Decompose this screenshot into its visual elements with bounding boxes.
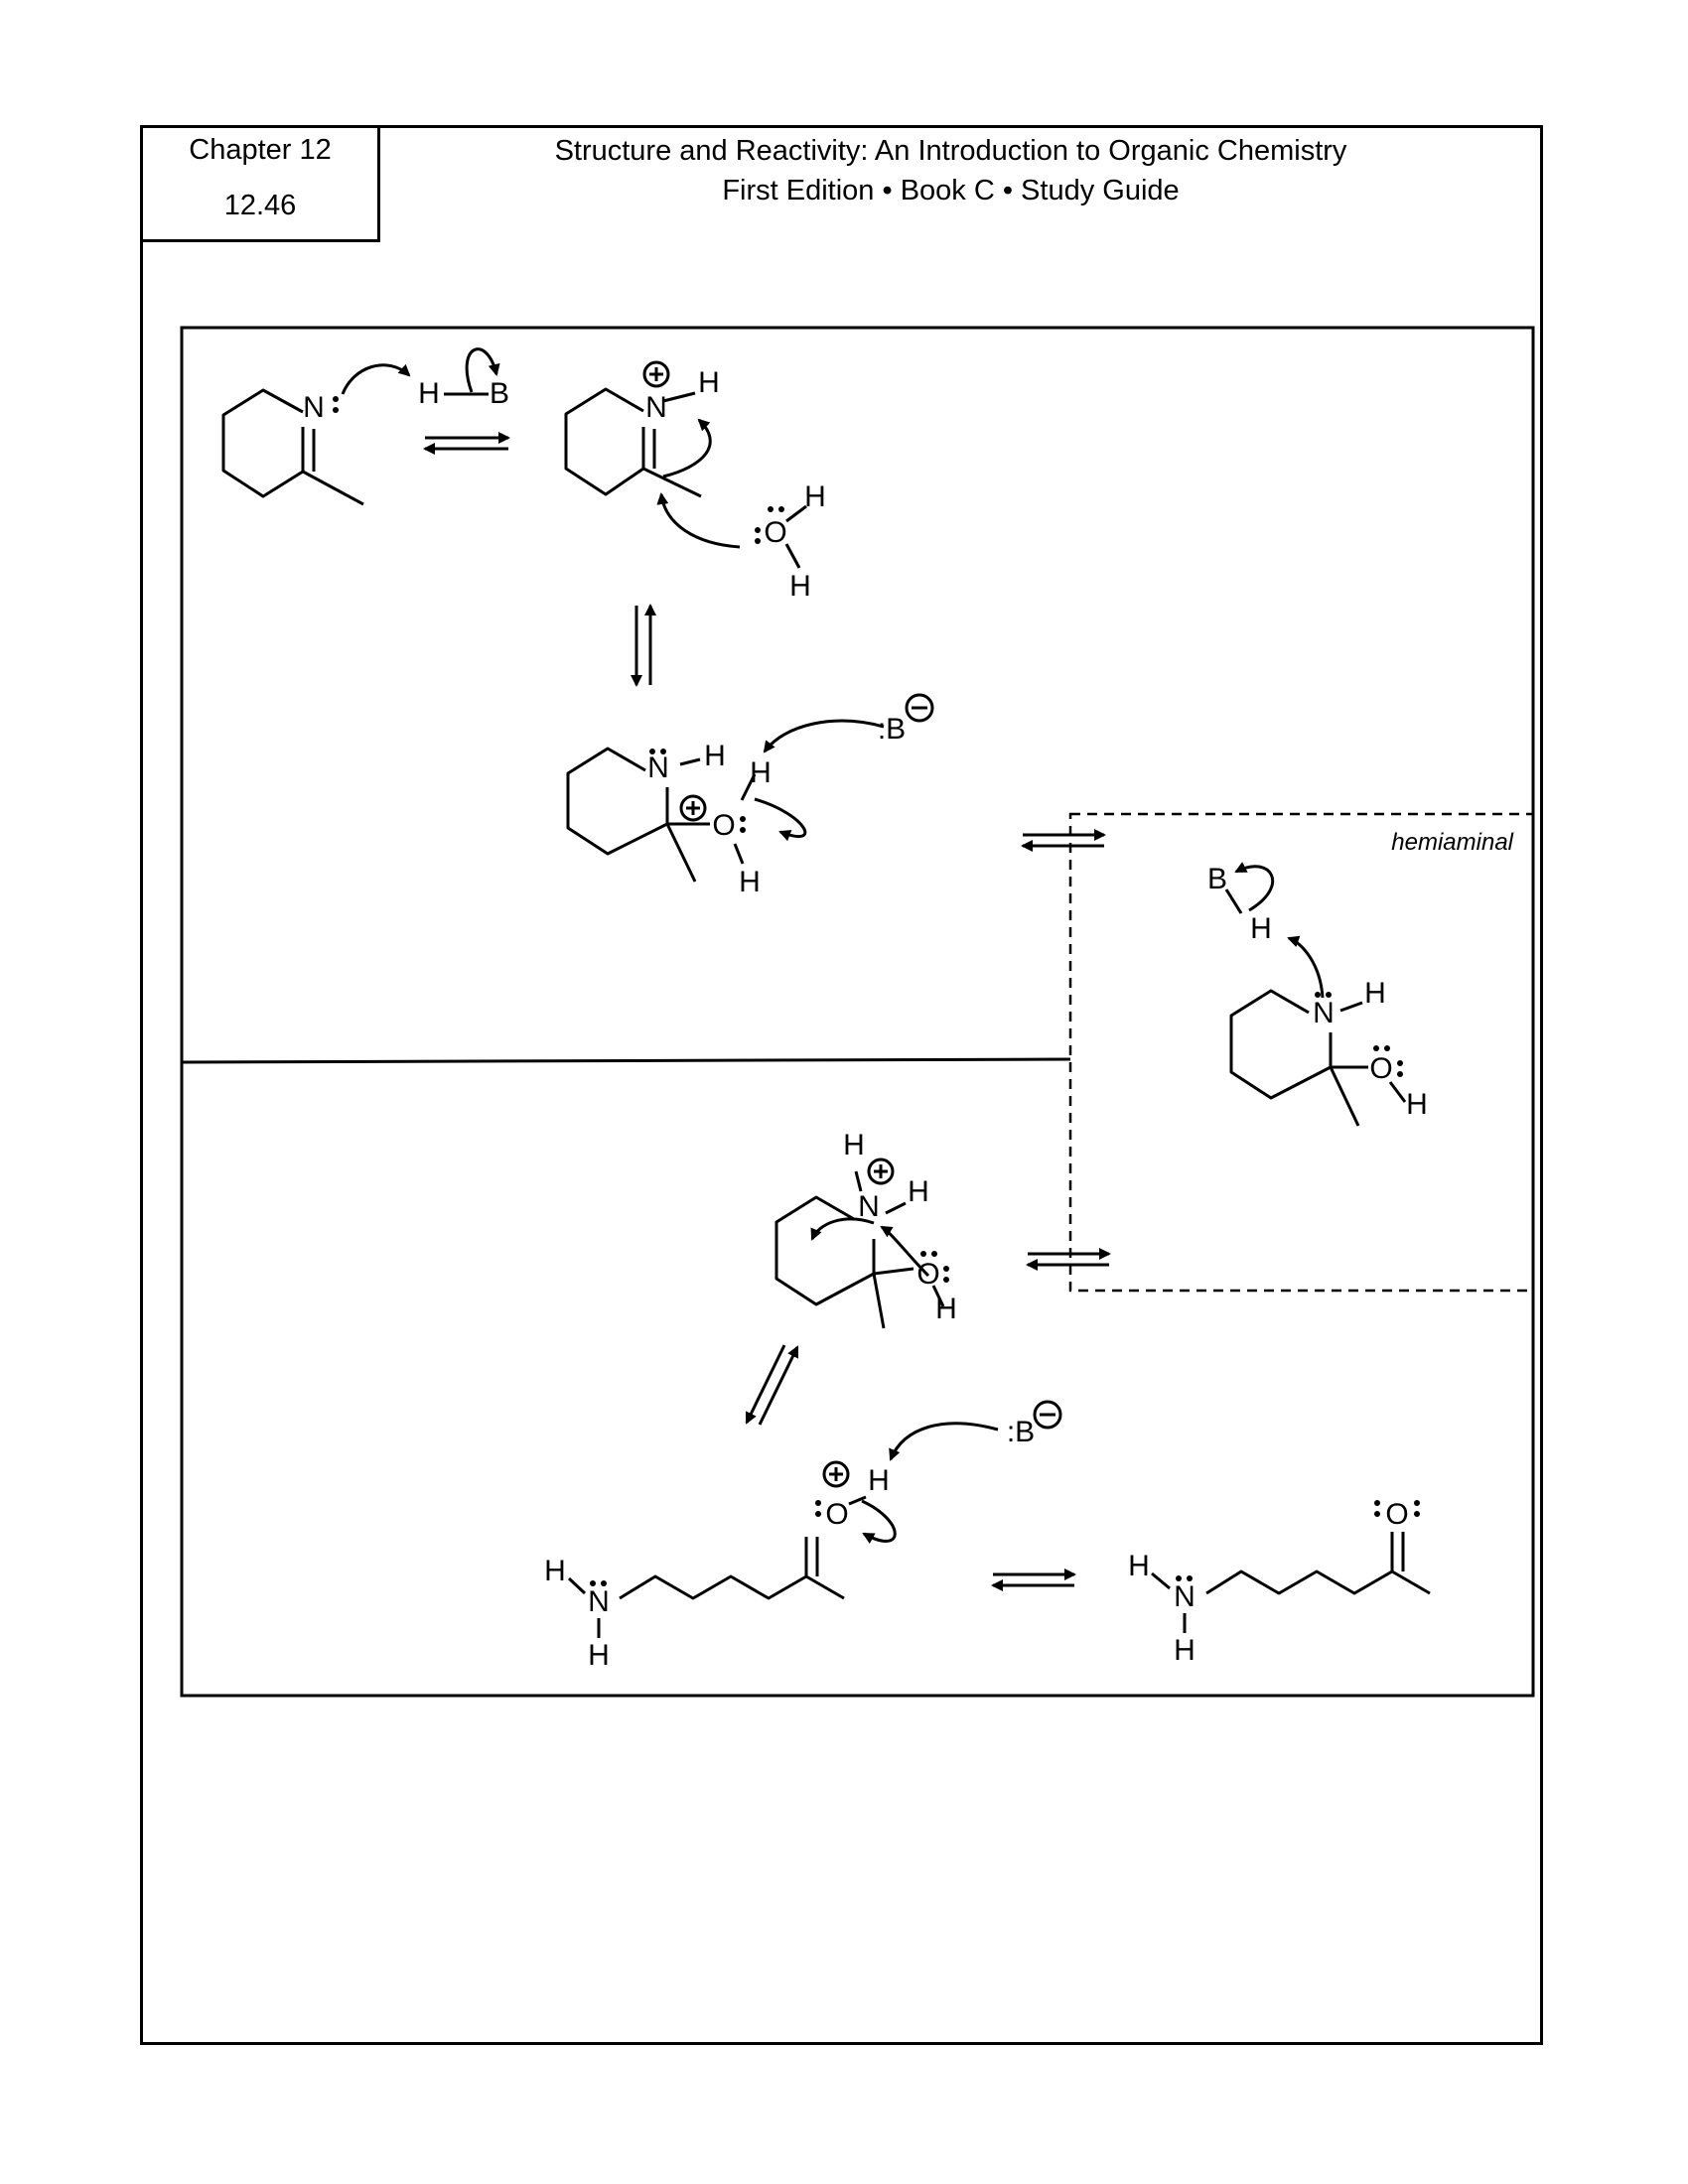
- curved-arrow: [861, 1499, 897, 1545]
- atom-label: H: [1364, 977, 1386, 1010]
- equilibrium-arrow: [745, 1344, 799, 1426]
- atom-label: H: [1128, 1550, 1150, 1582]
- atom-label: H: [804, 480, 826, 513]
- protonated-amino-ketone: [567, 1495, 867, 1638]
- atom-label: O: [825, 1498, 848, 1531]
- iminium-ion: [564, 387, 702, 498]
- atom-label: N: [645, 391, 667, 424]
- atom-label: H: [418, 377, 440, 410]
- negative-charge-icon: [905, 693, 934, 723]
- book-edition: First Edition • Book C • Study Guide: [722, 175, 1180, 206]
- ammonium-intermediate: [774, 1170, 945, 1329]
- curved-arrow: [754, 797, 807, 842]
- equilibrium-arrow: [1026, 1248, 1111, 1271]
- curved-arrow: [656, 492, 741, 549]
- atom-label: N: [1174, 1580, 1196, 1613]
- base-label: :B: [1007, 1416, 1035, 1448]
- positive-charge-icon: [822, 1460, 850, 1488]
- atom-label: H: [704, 740, 726, 772]
- atom-label: H: [698, 366, 720, 399]
- atom-label: H: [1174, 1634, 1196, 1667]
- curved-arrow: [1287, 935, 1325, 999]
- curved-arrow: [465, 347, 500, 393]
- hemiaminal-structure: [1229, 989, 1407, 1127]
- negative-charge-icon: [1033, 1400, 1062, 1430]
- water-molecule: [784, 504, 807, 569]
- page-frame: [140, 125, 1543, 2045]
- problem-number: 12.46: [223, 190, 297, 221]
- positive-charge-icon: [679, 794, 707, 822]
- atom-label: H: [1250, 912, 1272, 945]
- amino-ketone: [1151, 1532, 1431, 1633]
- equilibrium-arrow: [991, 1569, 1076, 1591]
- section-divider: [181, 1057, 1071, 1064]
- atom-label: O: [1385, 1498, 1408, 1531]
- positive-charge-icon: [867, 1158, 895, 1185]
- base-label: :B: [878, 713, 906, 746]
- atom-label: N: [303, 391, 325, 424]
- atom-label: H: [544, 1555, 566, 1587]
- atom-label: B: [490, 377, 509, 410]
- atom-label: O: [764, 516, 786, 549]
- curved-arrow: [880, 1225, 930, 1278]
- atom-label: N: [858, 1190, 880, 1223]
- book-title: Structure and Reactivity: An Introductio…: [554, 135, 1347, 167]
- atom-label: H: [789, 570, 811, 603]
- curved-arrow: [341, 363, 411, 395]
- atom-label: H: [908, 1175, 929, 1208]
- atom-label: H: [750, 756, 772, 789]
- curved-arrow: [763, 719, 885, 753]
- atom-label: H: [868, 1464, 890, 1497]
- atom-label: H: [843, 1129, 865, 1161]
- equilibrium-arrow: [423, 432, 510, 455]
- lone-pairs: [333, 396, 1420, 1586]
- atom-label: O: [1369, 1052, 1392, 1085]
- equilibrium-arrow: [1021, 829, 1106, 852]
- chapter-label: Chapter 12: [189, 134, 332, 166]
- atom-label: O: [916, 1258, 939, 1291]
- curved-arrow: [1234, 862, 1275, 912]
- atom-label: N: [588, 1585, 610, 1618]
- atom-label: N: [1313, 997, 1335, 1029]
- cyclic-imine: [221, 388, 364, 506]
- curved-arrow: [810, 1217, 875, 1241]
- positive-charge-icon: [642, 360, 670, 388]
- atom-label: H: [1406, 1088, 1428, 1121]
- oxonium-intermediate: [566, 747, 757, 883]
- hemiaminal-label: hemiaminal: [1391, 829, 1513, 856]
- atom-label: B: [1207, 863, 1227, 895]
- atom-label: H: [739, 866, 761, 898]
- equilibrium-arrow: [631, 604, 656, 687]
- charge-symbols: [642, 360, 1062, 1488]
- atom-label: N: [647, 751, 669, 784]
- atom-label: O: [712, 809, 735, 842]
- chapter-box: Chapter 12 12.46: [140, 125, 380, 242]
- atom-label: H: [588, 1639, 610, 1672]
- curved-arrow: [662, 418, 712, 478]
- hemiaminal-box: [1068, 812, 1535, 1293]
- conjugate-acid: [1224, 888, 1243, 914]
- curved-arrow: [889, 1422, 999, 1461]
- atom-label: H: [935, 1293, 957, 1325]
